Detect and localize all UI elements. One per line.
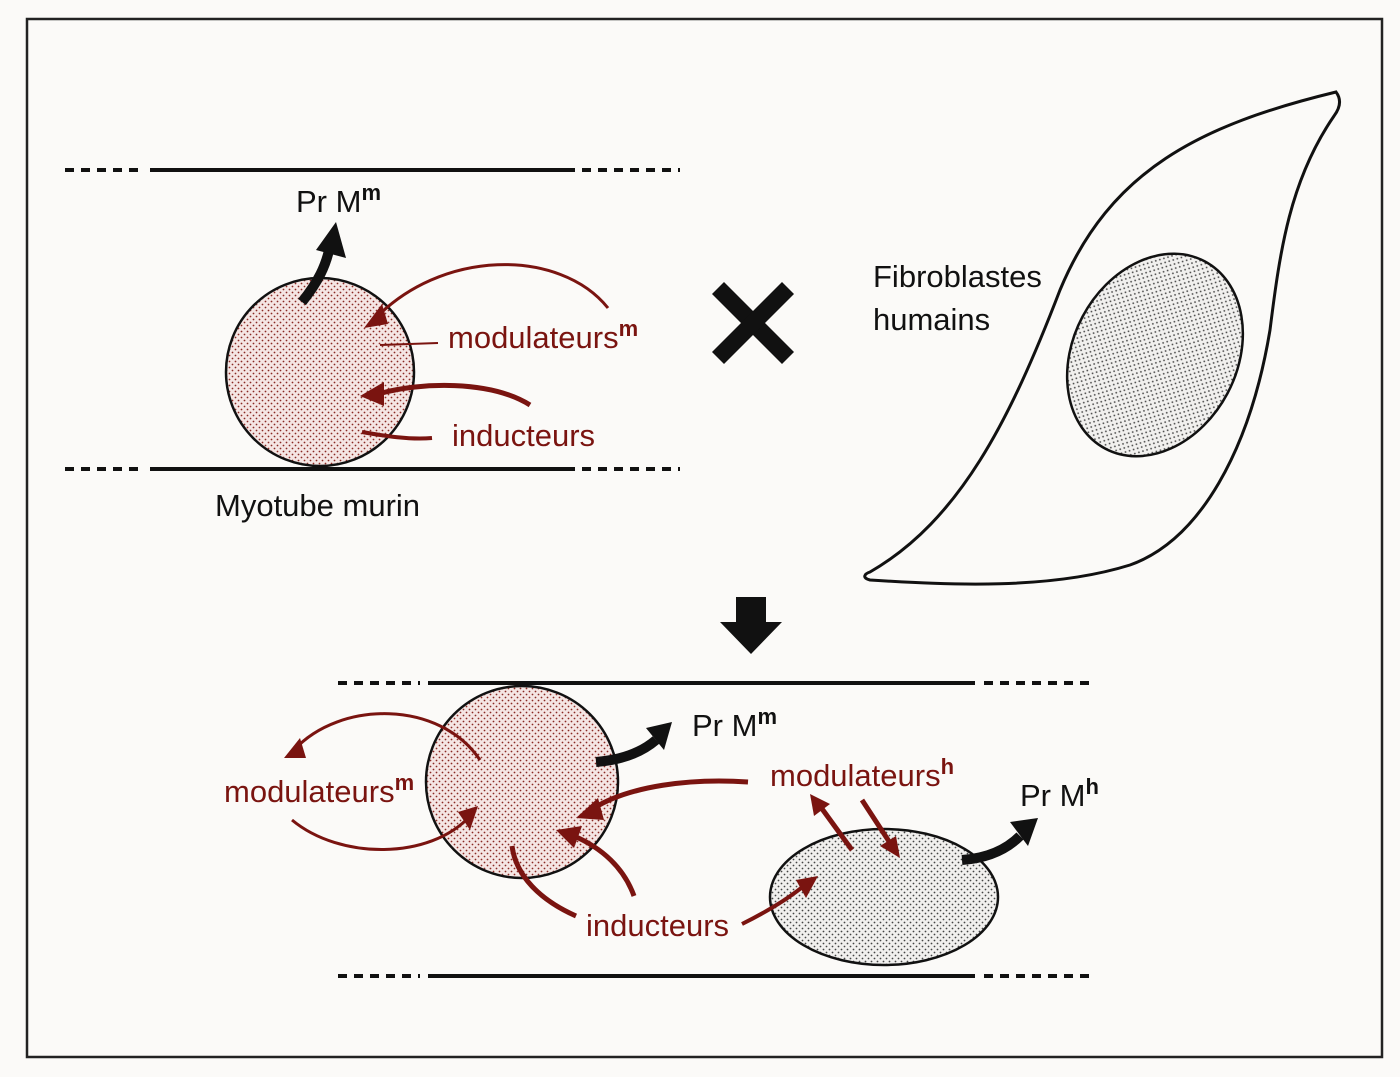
fibroblast-label-line1: Fibroblastes bbox=[873, 259, 1042, 294]
human-nucleus-hybrid bbox=[768, 827, 1000, 967]
inducers-arrow bbox=[360, 382, 532, 441]
modulators-h-label: modulateursh bbox=[770, 754, 954, 793]
modulators-m-label: modulateursm bbox=[224, 770, 414, 809]
modulators-arrow bbox=[364, 263, 610, 346]
product-m-label: Pr Mm bbox=[692, 704, 777, 743]
top-myotube: Pr Mm modulateursm inducteurs Myotube mu… bbox=[65, 168, 680, 523]
modulators-h-arrows bbox=[576, 778, 900, 858]
fusion-cross-icon bbox=[711, 281, 795, 365]
murine-nucleus bbox=[224, 276, 416, 468]
fibroblast-label-line2: humains bbox=[873, 302, 990, 337]
product-label: Pr Mm bbox=[296, 180, 381, 219]
murine-nucleus-hybrid bbox=[424, 684, 620, 880]
inducers-arrows bbox=[509, 826, 818, 926]
product-arrow bbox=[298, 222, 346, 306]
myotube-label: Myotube murin bbox=[215, 488, 420, 523]
product-h-label: Pr Mh bbox=[1020, 774, 1099, 813]
product-m-arrow bbox=[595, 722, 672, 767]
human-fibroblast: Fibroblastes humains bbox=[863, 90, 1342, 586]
heterokaryon: Pr Mm Pr Mh modulateursm modulateursh bbox=[224, 681, 1099, 978]
inducers-label-hybrid: inducteurs bbox=[586, 908, 729, 943]
result-arrow-icon bbox=[720, 597, 782, 654]
inducers-label: inducteurs bbox=[452, 418, 595, 453]
modulators-label: modulateursm bbox=[448, 316, 638, 355]
product-h-arrow bbox=[961, 818, 1038, 865]
modulators-m-arrows bbox=[284, 712, 482, 851]
human-nucleus bbox=[1065, 252, 1245, 458]
